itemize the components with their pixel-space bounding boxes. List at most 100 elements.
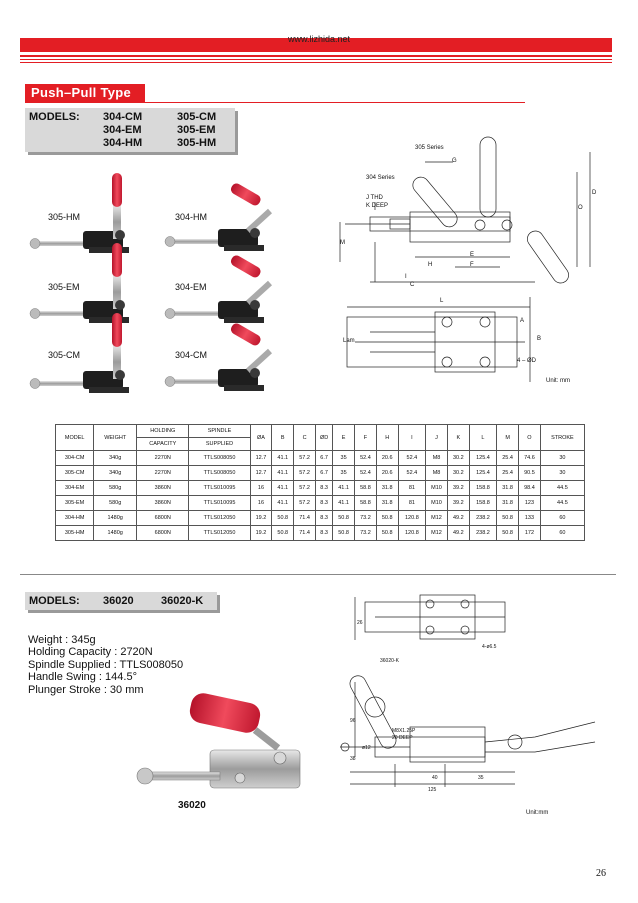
drawing1-dim-f: F <box>470 262 474 268</box>
drawing2-dim35: 35 <box>478 775 484 781</box>
table-cell: 8.3 <box>314 525 334 541</box>
drawing1-dim-d: D <box>592 190 597 196</box>
col-c: C <box>293 424 316 451</box>
table-cell: 50.8 <box>375 510 399 526</box>
drawing1-dim-c: C <box>410 282 415 288</box>
table-cell: 81 <box>397 495 427 511</box>
drawing1-deep: K DEEP <box>366 203 389 209</box>
drawing2-unit: Unit:mm <box>526 810 549 816</box>
table-cell: 35 <box>332 465 356 481</box>
table-cell: 2270N <box>136 465 190 481</box>
table-cell: 39.2 <box>446 480 470 496</box>
col-d: ØD <box>314 424 334 451</box>
table-cell: 71.4 <box>293 510 316 526</box>
table-cell: 304-CM <box>54 450 95 466</box>
drawing2-dim12: ø12 <box>362 745 371 751</box>
col-b: B <box>271 424 295 451</box>
table-cell: 8.3 <box>314 495 334 511</box>
drawing1-series305: 305 Series <box>415 145 444 151</box>
table-cell: 81 <box>397 480 427 496</box>
drawing2-hole: 4-ø6.5 <box>482 644 497 650</box>
table-cell: 41.1 <box>332 480 356 496</box>
technical-drawing-2 <box>340 594 596 787</box>
col-k: K <box>446 424 470 451</box>
table-cell: 580g <box>93 480 138 496</box>
drawing1-hole: 4 – ØD <box>517 358 537 364</box>
table-cell: 6.7 <box>314 465 334 481</box>
photo-label-36020: 36020 <box>178 800 206 811</box>
table-cell: 25.4 <box>496 465 520 481</box>
table-cell: TTLS010095 <box>188 495 251 511</box>
model-304-hm: 304-HM <box>103 137 143 149</box>
site-url[interactable]: www.lizhida.net <box>287 34 351 44</box>
table-cell: 19.2 <box>249 525 273 541</box>
table-cell: 50.8 <box>496 510 520 526</box>
drawing1-dim-b: B <box>537 336 542 342</box>
section-divider <box>20 574 616 575</box>
table-cell: 6800N <box>136 510 190 526</box>
table-cell: 12.7 <box>249 465 273 481</box>
header-band-top <box>20 38 612 52</box>
table-cell: 305-EM <box>54 495 95 511</box>
drawing1-series304: 304 Series <box>366 175 395 181</box>
table-cell: 238.2 <box>468 510 498 526</box>
table-cell: 58.8 <box>354 480 377 496</box>
table-cell: 74.6 <box>518 450 541 466</box>
table-cell: M8 <box>425 450 448 466</box>
drawing1-unit: Unit: mm <box>546 378 570 384</box>
section-title: Push–Pull Type <box>25 84 145 102</box>
header-band-thin-1 <box>20 55 612 57</box>
table-cell: 90.5 <box>518 465 541 481</box>
table-cell: 123 <box>518 495 541 511</box>
models-label-2: MODELS: <box>29 595 80 607</box>
model-305-cm: 305-CM <box>177 111 217 123</box>
table-cell: 35 <box>332 450 356 466</box>
table-cell: 304-HM <box>54 510 95 526</box>
drawing2-model-k: 36020-K <box>380 658 399 664</box>
model-304-em: 304-EM <box>103 124 142 136</box>
table-cell: TTLS010095 <box>188 480 251 496</box>
col-a: ØA <box>249 424 273 451</box>
table-cell: 3860N <box>136 480 190 496</box>
col-e: E <box>332 424 356 451</box>
model-36020-k: 36020-K <box>161 595 204 607</box>
drawing2-dim125: 125 <box>428 787 437 793</box>
table-cell: 41.1 <box>271 480 295 496</box>
photo-label-305-cm: 305-CM <box>48 350 81 360</box>
table-cell: 60 <box>539 525 586 541</box>
spec-spindle-supplied: Spindle Supplied : TTLS008050 <box>28 658 184 671</box>
table-cell: 73.2 <box>354 525 377 541</box>
table-cell: 158.8 <box>468 480 498 496</box>
table-cell: 1480g <box>93 525 138 541</box>
drawing1-dim-e: E <box>470 252 475 258</box>
product-photos <box>29 172 320 395</box>
table-cell: M12 <box>425 525 448 541</box>
drawing1-dim-h: H <box>428 262 433 268</box>
table-cell: 31.8 <box>496 495 520 511</box>
spec-plunger-stroke: Plunger Stroke : 30 mm <box>28 683 144 696</box>
table-cell: 158.8 <box>468 495 498 511</box>
spec-holding-capacity: Holding Capacity : 2720N <box>28 646 153 659</box>
drawing2-dim38: 38 <box>350 756 356 762</box>
col-f: F <box>354 424 377 451</box>
table-cell: 30 <box>539 465 586 481</box>
table-cell: 50.8 <box>332 525 356 541</box>
table-cell: 30 <box>539 450 586 466</box>
col-m: M <box>496 424 520 451</box>
table-cell: 49.2 <box>446 525 470 541</box>
drawing1-dim-l: L <box>440 298 444 304</box>
table-cell: 1480g <box>93 510 138 526</box>
drawing2-deep: 20 DEEP <box>392 735 413 741</box>
table-cell: 580g <box>93 495 138 511</box>
table-cell: 20.6 <box>375 450 399 466</box>
model-36020: 36020 <box>103 595 134 607</box>
table-cell: 98.4 <box>518 480 541 496</box>
